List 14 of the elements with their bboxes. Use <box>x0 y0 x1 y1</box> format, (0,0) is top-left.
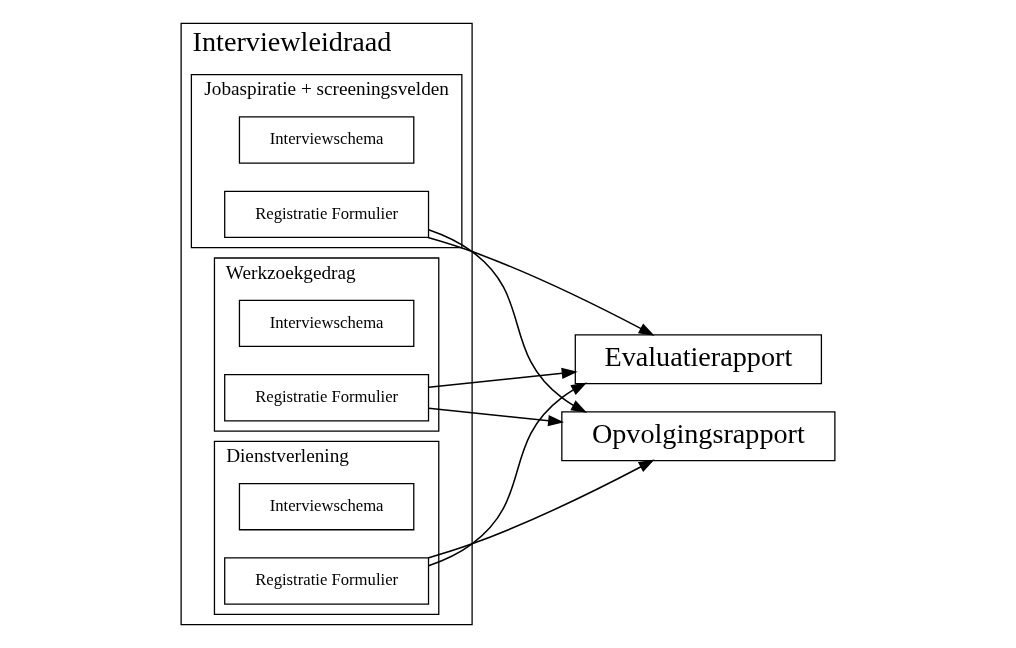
arrow <box>427 228 587 413</box>
node-box: Registratie Formulier <box>224 374 430 422</box>
node-box: Evaluatierapport <box>574 334 823 385</box>
node-box: Interviewschema <box>238 116 415 164</box>
arrow <box>427 382 587 567</box>
arrow <box>428 367 578 388</box>
node-box: Interviewschema <box>238 299 415 348</box>
arrow <box>428 407 564 427</box>
arrow <box>427 236 655 336</box>
node-box: Registratie Formulier <box>224 190 430 239</box>
arrow <box>427 459 655 559</box>
node-box: Opvolgingsrapport <box>561 411 836 462</box>
node-box: Registratie Formulier <box>224 557 430 605</box>
node-box: Interviewschema <box>238 482 415 531</box>
